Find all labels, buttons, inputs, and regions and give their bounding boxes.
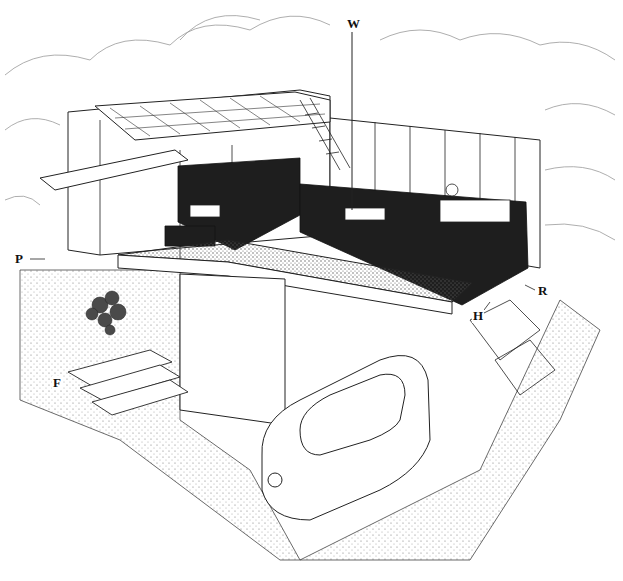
callout-letter: P [14,252,24,266]
callout-letter: F [52,376,62,390]
callout-letter: W [346,17,361,31]
side-path [470,300,555,395]
furniture [190,184,510,222]
front-slab [118,240,472,314]
pergola-grid [110,96,325,136]
carport-wall [180,274,285,425]
plant [86,291,126,335]
mast [352,32,353,210]
leader-lines [30,259,535,310]
car [262,356,430,521]
ground [20,270,600,560]
canopy [40,150,188,190]
callout-letter: R [537,284,548,298]
callout-letter: H [472,309,484,323]
entry-steps [68,350,188,415]
